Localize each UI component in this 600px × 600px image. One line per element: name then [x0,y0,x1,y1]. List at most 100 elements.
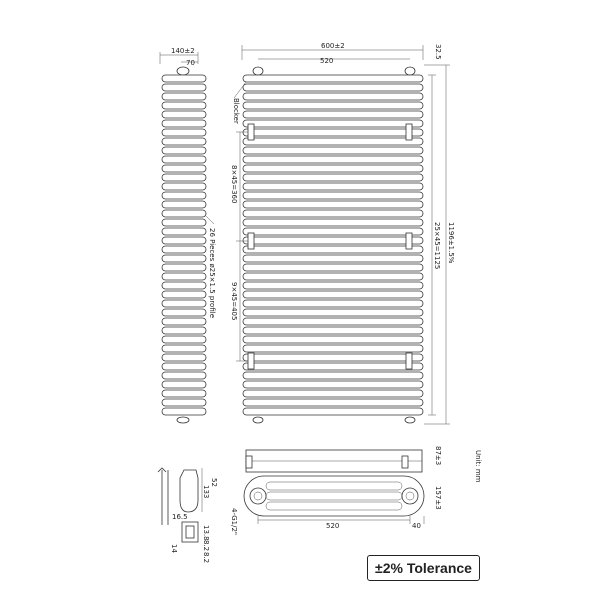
bracket-shape [179,469,199,513]
side-tube [161,281,207,290]
front-tube [242,83,424,92]
plan-port-right [401,487,419,505]
side-tube [161,110,207,119]
plan-view: 520 40 4-G1/2" 87±3 157±3 [230,446,442,535]
unit-label: Unit: mm [474,450,482,483]
bracket-marker [405,123,413,141]
bracket-detail: 133 52 16.5 13.8 14 8.2 8.2 [157,467,218,563]
pieces-label: 26 Pieces ø25×1.5 profile [208,228,216,318]
depth-total-label: 140±2 [171,47,195,55]
plan-depth-label: 157±3 [434,486,442,510]
front-tube [242,353,424,362]
side-tube [161,83,207,92]
front-tube [242,74,424,83]
side-view: 140±2 70 [159,47,216,424]
front-tube [242,137,424,146]
blocker-label: Blocker [232,98,240,124]
front-tube [242,110,424,119]
side-tube [161,173,207,182]
side-tube [161,164,207,173]
side-tube [161,317,207,326]
bracket-b-label: 14 [170,544,178,553]
side-tube [161,371,207,380]
front-view: 600±2 520 32.5 [230,42,455,425]
bottom-left-valve [252,416,264,424]
front-tube [242,101,424,110]
front-tube [242,380,424,389]
side-tube [161,308,207,317]
front-tube [242,245,424,254]
front-tube [242,281,424,290]
width-centers-label: 520 [320,57,333,65]
side-tube [161,119,207,128]
plan-body [243,475,425,517]
side-tube [161,326,207,335]
side-tube [161,245,207,254]
side-tube [161,155,207,164]
front-tube [242,362,424,371]
front-tube [242,389,424,398]
side-tube [161,254,207,263]
side-tube [161,182,207,191]
bracket-marker [247,232,255,250]
upper-span-label: 8×45=360 [230,165,238,203]
side-tube [161,209,207,218]
bracket-marker [405,232,413,250]
top-right-valve [404,66,416,76]
plan-inlet-right [401,455,409,469]
bracket-h-label: 133 [202,485,210,498]
side-tube [161,218,207,227]
side-tube [161,362,207,371]
bracket-marker [247,123,255,141]
tubes-height-label: 25×45=1125 [433,222,441,269]
front-tube [242,344,424,353]
side-tube [161,137,207,146]
front-tube [242,227,424,236]
side-tube [161,74,207,83]
bracket-c-label: 8.2 [202,540,210,551]
side-tube [161,389,207,398]
front-tube [242,317,424,326]
height-total-label: 1196±1.5% [447,222,455,264]
side-tube [161,128,207,137]
tolerance-badge: ±2% Tolerance [367,555,480,581]
front-tube [242,407,424,416]
front-tube [242,209,424,218]
front-tube [242,173,424,182]
front-tube [242,299,424,308]
side-tube [161,200,207,209]
bracket-a-label: 13.8 [202,525,210,541]
front-tube [242,272,424,281]
front-tube [242,290,424,299]
bracket-d-label: 8.2 [202,552,210,563]
thread-label: 4-G1/2" [230,508,238,535]
bottom-right-valve [404,416,416,424]
bracket-plate [181,521,199,543]
front-tube [242,155,424,164]
front-tube [242,119,424,128]
depth-pipe-label: 70 [186,59,195,67]
side-tube [161,191,207,200]
side-tube [161,92,207,101]
front-tube [242,200,424,209]
bracket-hole-label: 16.5 [172,513,188,521]
front-tube [242,326,424,335]
bracket-w-label: 52 [210,478,218,487]
bottom-valve-side [176,416,190,424]
side-tube [161,227,207,236]
side-tube [161,398,207,407]
side-tube [161,272,207,281]
front-tube [242,371,424,380]
top-left-valve [252,66,264,76]
bracket-marker [247,352,255,370]
plan-height-label: 87±3 [434,446,442,465]
side-tube [161,380,207,389]
side-tube [161,353,207,362]
side-tube [161,335,207,344]
front-tube [242,254,424,263]
side-tube [161,236,207,245]
side-tube [161,344,207,353]
front-tube [242,182,424,191]
side-tube [161,146,207,155]
